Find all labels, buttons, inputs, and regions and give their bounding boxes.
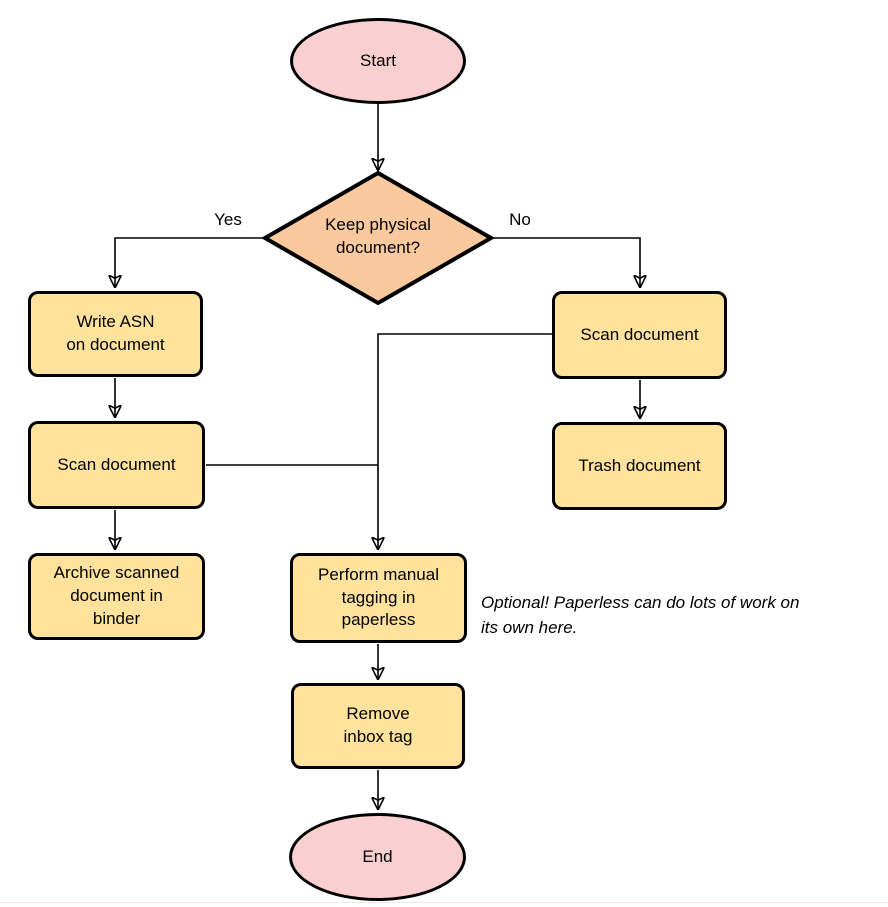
node-perform-tagging: Perform manual tagging in paperless (290, 553, 467, 643)
node-write-asn-label: Write ASN on document (66, 312, 165, 354)
node-end-label: End (362, 846, 393, 866)
node-decision-label: Keep physical document? (325, 215, 431, 257)
edge-scan-right-to-perform-tagging (378, 333, 552, 549)
edge-label-no: No (509, 210, 531, 229)
node-scan-document-left: Scan document (28, 421, 205, 509)
node-archive-binder: Archive scanned document in binder (28, 553, 205, 640)
decision-diamond-shape (260, 170, 496, 306)
node-trash-document: Trash document (552, 422, 727, 510)
edge-decision-yes-to-write-asn (115, 237, 265, 287)
edge-decision-no-to-scan-right (491, 237, 640, 287)
node-perform-tagging-label: Perform manual tagging in paperless (318, 564, 439, 630)
node-remove-inbox-tag-label: Remove inbox tag (343, 704, 413, 746)
note-optional: Optional! Paperless can do lots of work … (481, 593, 800, 637)
node-trash-document-label: Trash document (578, 455, 701, 475)
node-end: End (289, 813, 466, 901)
node-scan-document-right: Scan document (552, 291, 727, 379)
edge-label-yes: Yes (214, 210, 242, 229)
node-scan-document-left-label: Scan document (57, 454, 176, 474)
bottom-divider (0, 902, 888, 903)
node-remove-inbox-tag: Remove inbox tag (291, 683, 465, 769)
node-start-label: Start (360, 50, 396, 70)
node-archive-binder-label: Archive scanned document in binder (53, 563, 180, 628)
node-scan-document-right-label: Scan document (580, 324, 699, 344)
node-write-asn: Write ASN on document (28, 291, 203, 377)
node-start: Start (290, 18, 466, 104)
